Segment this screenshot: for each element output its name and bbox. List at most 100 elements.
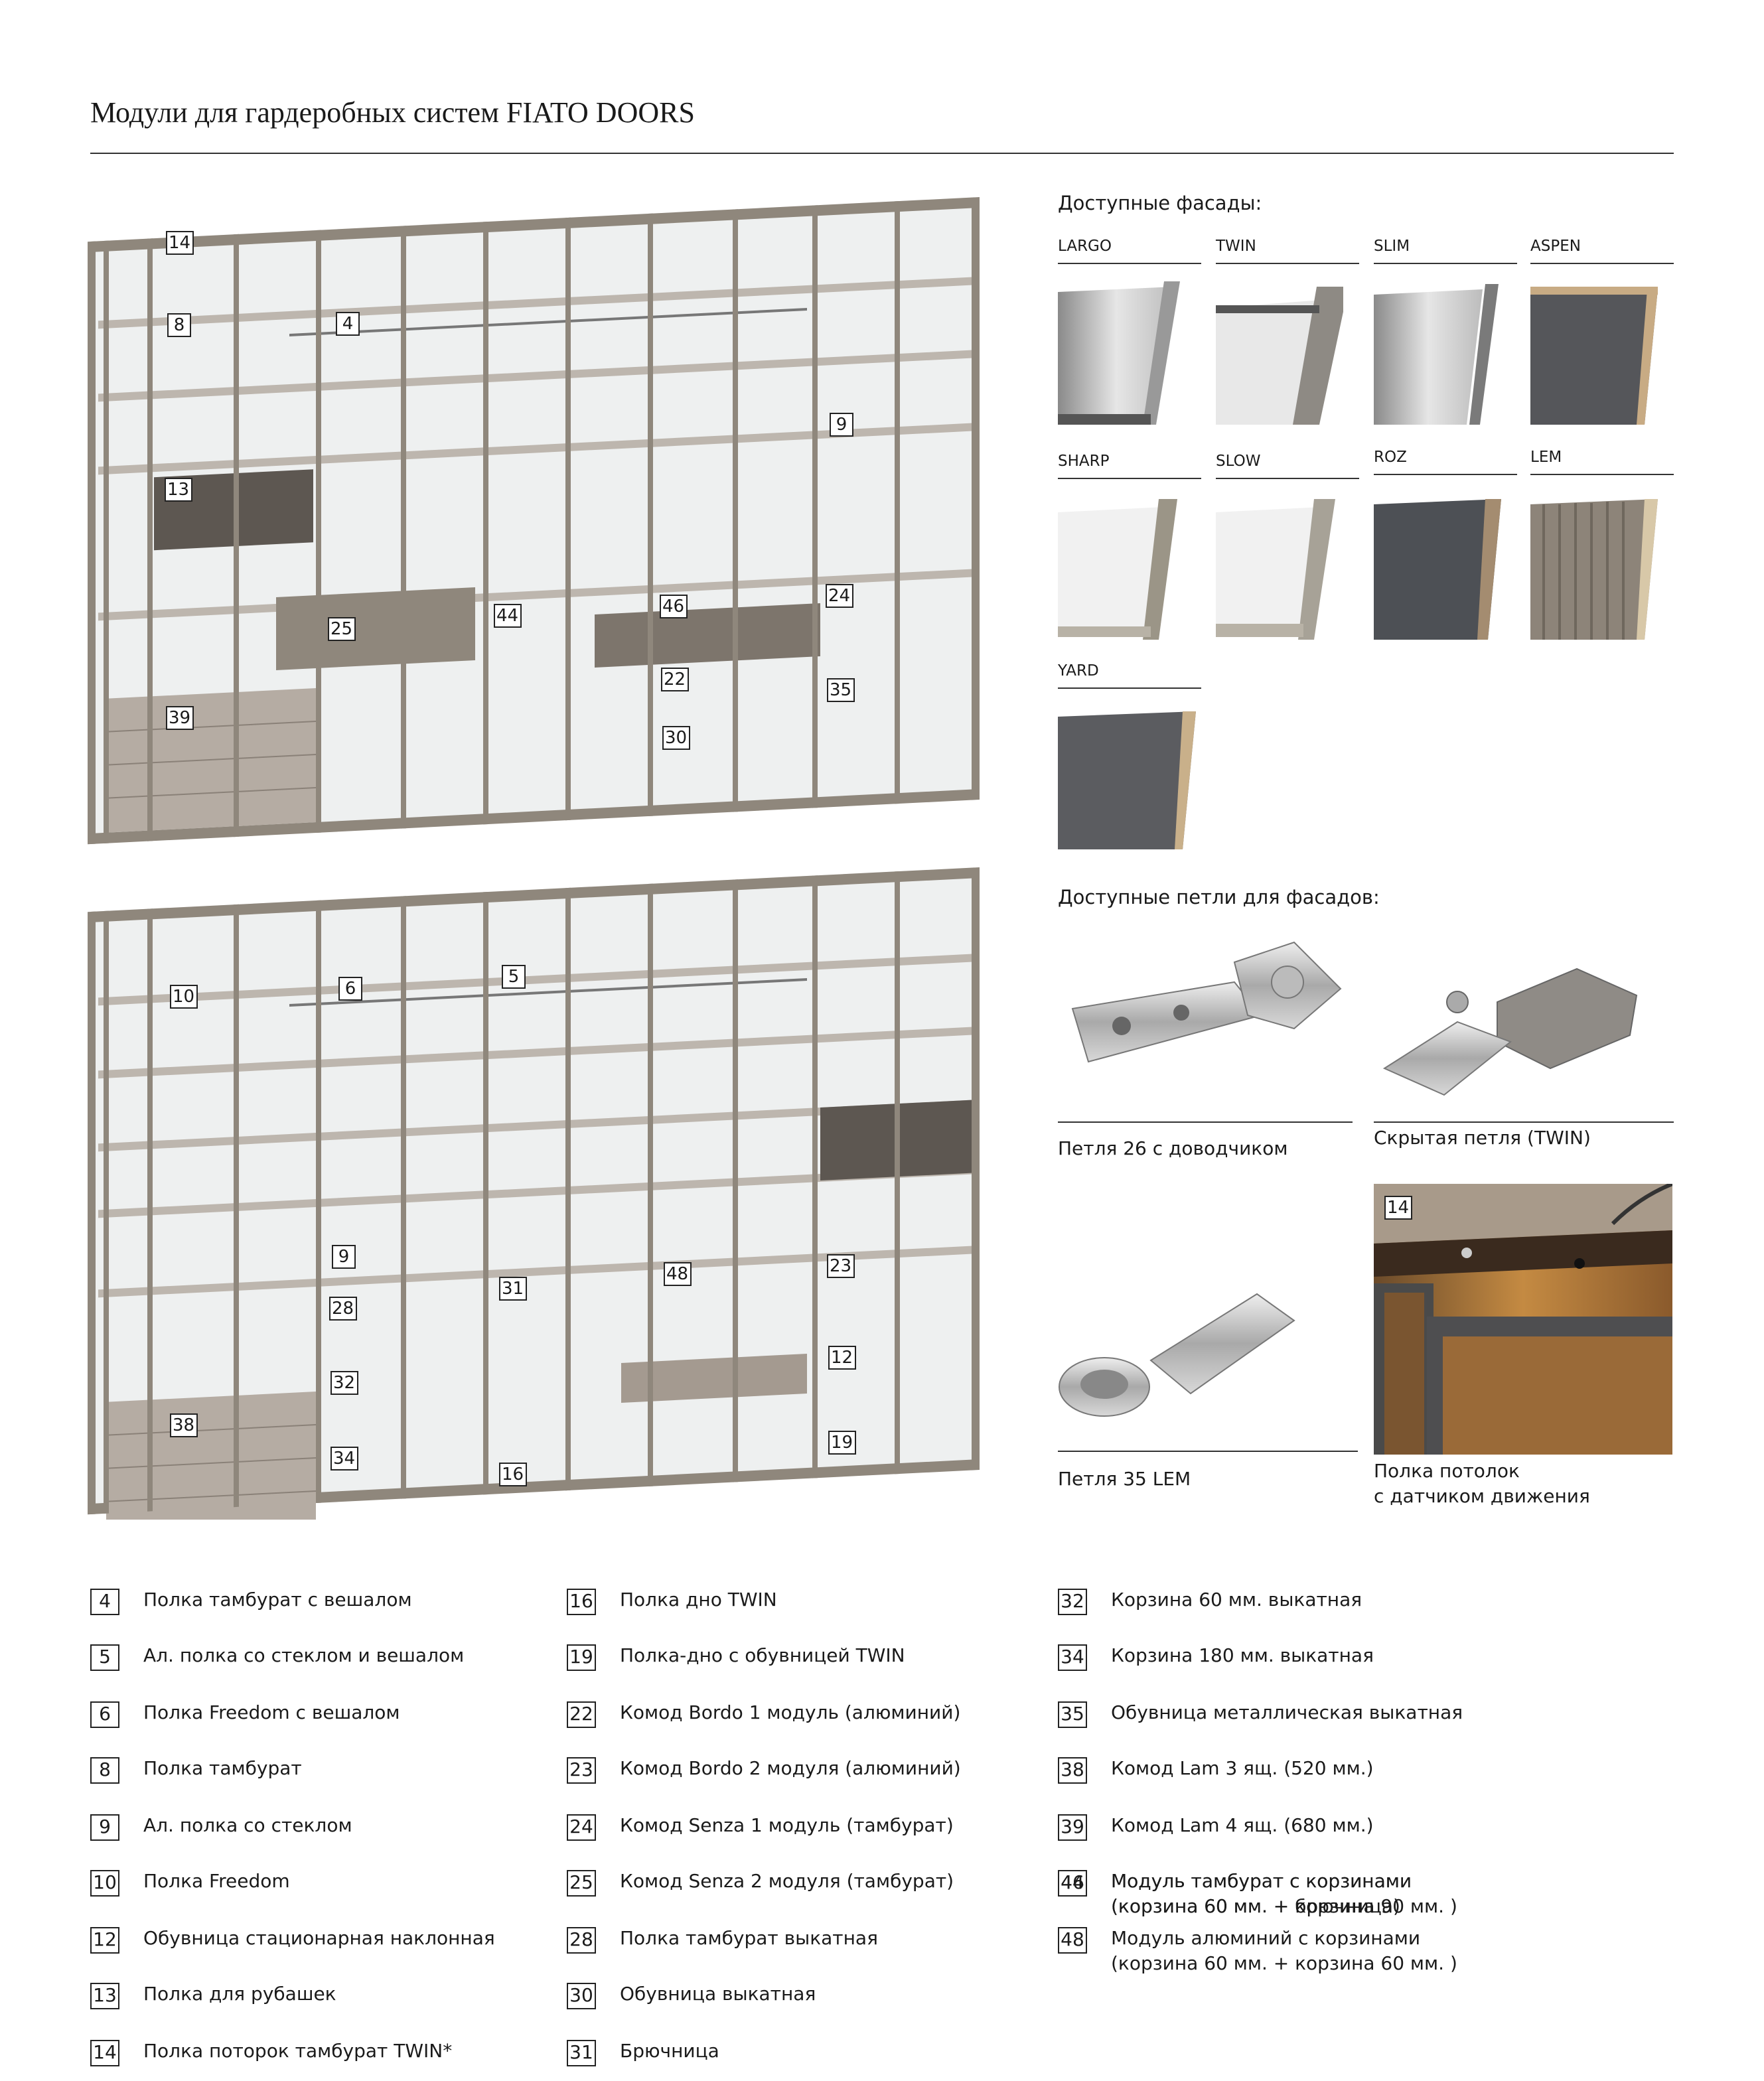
frame-post: [895, 871, 900, 1474]
legend-text-line: Комод Bordo 1 модуль (алюминий): [620, 1703, 961, 1724]
legend-text: Полка тамбурат выкатная: [620, 1927, 878, 1952]
legend-text-line: Модуль алюминий с корзинами: [1111, 1928, 1421, 1950]
facade-image-twin: [1216, 287, 1343, 425]
frame-post: [147, 238, 153, 841]
facade-label-twin: TWIN: [1216, 236, 1359, 264]
drawer-line: [106, 720, 316, 733]
legend-text: Модуль тамбурат с корзинами (корзина 60 м…: [1111, 1870, 1412, 1920]
hinge-caption: Петля 35 LEM: [1058, 1469, 1191, 1490]
legend-text: Полка тамбурат с вешалом: [143, 1589, 412, 1614]
frame-post: [733, 879, 738, 1482]
legend-text-line: Комод Bordo 2 модуля (алюминий): [620, 1758, 961, 1780]
legend-text-line: (корзина 60 мм. + брючница): [1111, 1897, 1400, 1918]
facade-label-roz: ROZ: [1374, 447, 1517, 475]
frame-post: [316, 900, 321, 1503]
frame-post: [483, 221, 488, 825]
marker: 25: [328, 617, 356, 641]
legend-text-line: Полка тамбурат выкатная: [620, 1928, 878, 1950]
wardrobe-illustration-bottom: [88, 856, 980, 1536]
top-frame: [90, 867, 974, 922]
marker: 6: [338, 977, 362, 1001]
legend-number: 6: [90, 1701, 119, 1728]
legend-item: 12 Обувница стационарная наклонная: [90, 1927, 495, 1954]
legend-text: Обувница стационарная наклонная: [143, 1927, 495, 1952]
wardrobe-drawing: [88, 196, 980, 845]
page-title: Модули для гардеробных систем FIATO DOOR…: [90, 96, 695, 129]
hanging-rail: [289, 977, 807, 1007]
divider: [1058, 1121, 1353, 1123]
legend-text-line: Полка дно TWIN: [620, 1590, 777, 1611]
title-divider: [90, 153, 1674, 154]
drawer-line: [106, 753, 316, 766]
legend-number: 13: [90, 1983, 119, 2009]
legend-text-line: Полка Freedom с вешалом: [143, 1703, 400, 1724]
legend-text-line: Обувница стационарная наклонная: [143, 1928, 495, 1950]
marker: 22: [661, 668, 689, 691]
facade-label-largo: LARGO: [1058, 236, 1201, 264]
marker: 31: [499, 1277, 527, 1301]
legend-number: 12: [90, 1927, 119, 1954]
hidden-hinge-twin-image: [1382, 968, 1638, 1096]
hinge-26-image: [1071, 941, 1342, 1063]
frame-post: [895, 200, 900, 804]
legend-number: 32: [1058, 1589, 1087, 1615]
legend-text-line: Полка-дно с обувницей TWIN: [620, 1646, 905, 1667]
legend-number: 48: [1058, 1927, 1087, 1954]
shelf-caption-line1: Полка потолок: [1374, 1461, 1520, 1482]
frame-post: [234, 904, 239, 1508]
wardrobe-drawing: [88, 867, 980, 1536]
legend-number: 16: [567, 1589, 596, 1615]
marker: 44: [494, 604, 522, 628]
facade-label-lem: LEM: [1530, 447, 1674, 475]
legend-number: 35: [1058, 1701, 1087, 1728]
legend-text: Комод Lam 3 ящ. (520 мм.): [1111, 1757, 1374, 1782]
frame-post: [88, 241, 96, 845]
marker: 24: [826, 584, 853, 608]
marker: 13: [165, 478, 192, 502]
frame-post: [972, 867, 980, 1471]
marker: 10: [170, 985, 198, 1009]
basket: [595, 603, 820, 668]
divider: [1374, 1121, 1674, 1123]
wardrobe-glass: [90, 197, 974, 841]
legend-text: Полка тамбурат: [143, 1757, 302, 1782]
legend-text: Корзина 60 мм. выкатная: [1111, 1589, 1362, 1614]
legend-number: 23: [567, 1757, 596, 1784]
ceiling-shelf-photo: [1374, 1184, 1672, 1455]
legend-text-line: Комод Lam 3 ящ. (520 мм.): [1111, 1758, 1374, 1780]
marker: 35: [827, 678, 855, 702]
facade-image-sharp: [1058, 499, 1177, 640]
frame-post: [401, 896, 406, 1499]
legend-text-line: Полка тамбурат с вешалом: [143, 1590, 412, 1611]
frame-post: [104, 910, 109, 1514]
facade-label-slow: SLOW: [1216, 451, 1359, 479]
shelf-caption-line2: с датчиком движения: [1374, 1486, 1590, 1508]
legend-text-line: Полка поторок тамбурат TWIN*: [143, 2041, 453, 2062]
top-frame: [90, 197, 974, 252]
legend-text: Комод Senza 1 модуль (тамбурат): [620, 1814, 954, 1839]
legend-text-line: Корзина 60 мм. выкатная: [1111, 1590, 1362, 1611]
bottom-frame: [90, 789, 974, 844]
legend-item: 32 Корзина 60 мм. выкатная: [1058, 1589, 1362, 1615]
drawer-line: [106, 1490, 316, 1502]
drawer-line: [106, 786, 316, 799]
marker: 46: [660, 595, 688, 618]
legend-text-line: Полка тамбурат: [143, 1758, 302, 1780]
legend-text-line: Брючница: [620, 2041, 719, 2062]
legend-number: 30: [567, 1983, 596, 2009]
legend-text-line: Модуль тамбурат с корзинами: [1111, 1871, 1412, 1893]
marker: 32: [331, 1371, 358, 1395]
legend-text: Полка-дно с обувницей TWIN: [620, 1644, 905, 1670]
